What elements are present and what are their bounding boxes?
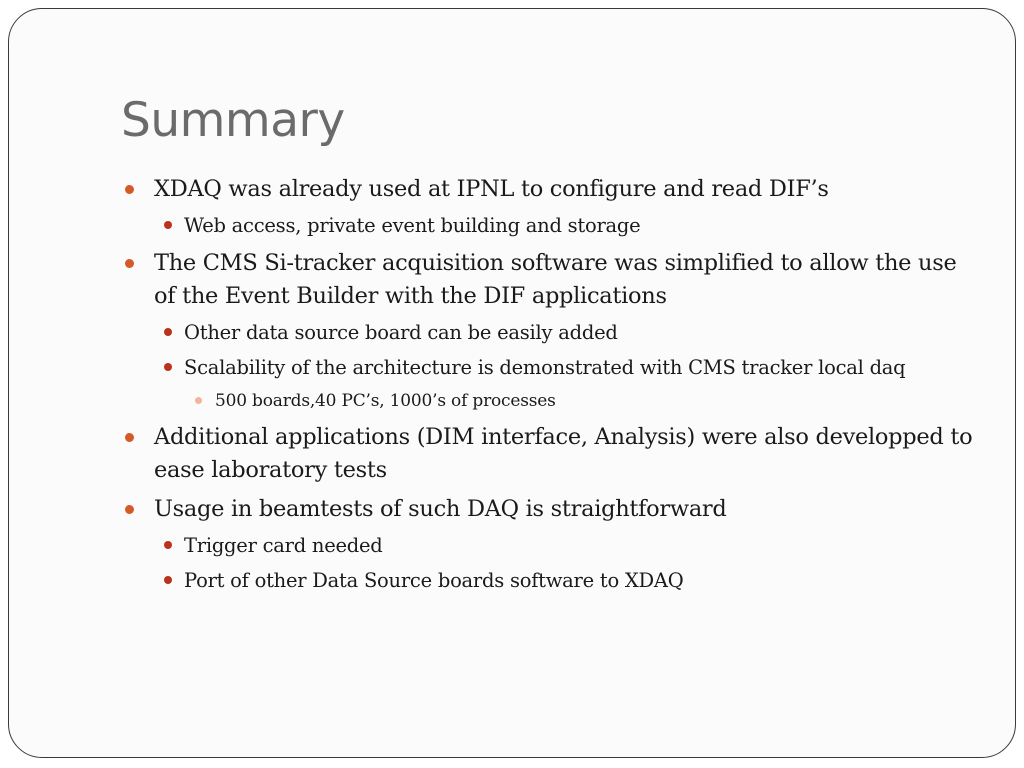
bullet-dot-icon [164, 221, 172, 229]
bullet-dot-icon [195, 397, 202, 404]
bullet-list: XDAQ was already used at IPNL to configu… [123, 173, 983, 596]
bullet-text: Web access, private event building and s… [184, 214, 641, 237]
bullet-dot-icon [164, 328, 172, 336]
bullet-dot-icon [164, 576, 172, 584]
bullet-dot-icon [125, 259, 134, 268]
bullet-dot-icon [164, 363, 172, 371]
bullet-item-level1: Additional applications (DIM interface, … [123, 421, 983, 487]
bullet-dot-icon [125, 433, 134, 442]
bullet-text: 500 boards,40 PC’s, 1000’s of processes [215, 391, 556, 411]
bullet-dot-icon [164, 541, 172, 549]
bullet-text: Additional applications (DIM interface, … [154, 424, 973, 483]
slide-title: Summary [121, 93, 345, 148]
bullet-item-level2: Trigger card needed [123, 530, 983, 561]
bullet-item-level2: Port of other Data Source boards softwar… [123, 565, 983, 596]
bullet-item-level2: Scalability of the architecture is demon… [123, 352, 983, 383]
bullet-text: Usage in beamtests of such DAQ is straig… [154, 496, 727, 522]
bullet-text: Scalability of the architecture is demon… [184, 356, 906, 379]
bullet-item-level2: Web access, private event building and s… [123, 210, 983, 241]
bullet-item-level1: The CMS Si-tracker acquisition software … [123, 247, 983, 313]
bullet-text: Other data source board can be easily ad… [184, 321, 618, 344]
bullet-dot-icon [125, 505, 134, 514]
slide: Summary XDAQ was already used at IPNL to… [8, 8, 1016, 758]
bullet-item-level2: Other data source board can be easily ad… [123, 317, 983, 348]
bullet-text: XDAQ was already used at IPNL to configu… [154, 176, 829, 202]
bullet-text: Port of other Data Source boards softwar… [184, 569, 684, 592]
bullet-item-level1: XDAQ was already used at IPNL to configu… [123, 173, 983, 206]
bullet-item-level1: Usage in beamtests of such DAQ is straig… [123, 493, 983, 526]
bullet-text: Trigger card needed [184, 534, 383, 557]
bullet-dot-icon [125, 185, 134, 194]
bullet-text: The CMS Si-tracker acquisition software … [154, 250, 957, 309]
bullet-item-level3: 500 boards,40 PC’s, 1000’s of processes [123, 387, 983, 415]
